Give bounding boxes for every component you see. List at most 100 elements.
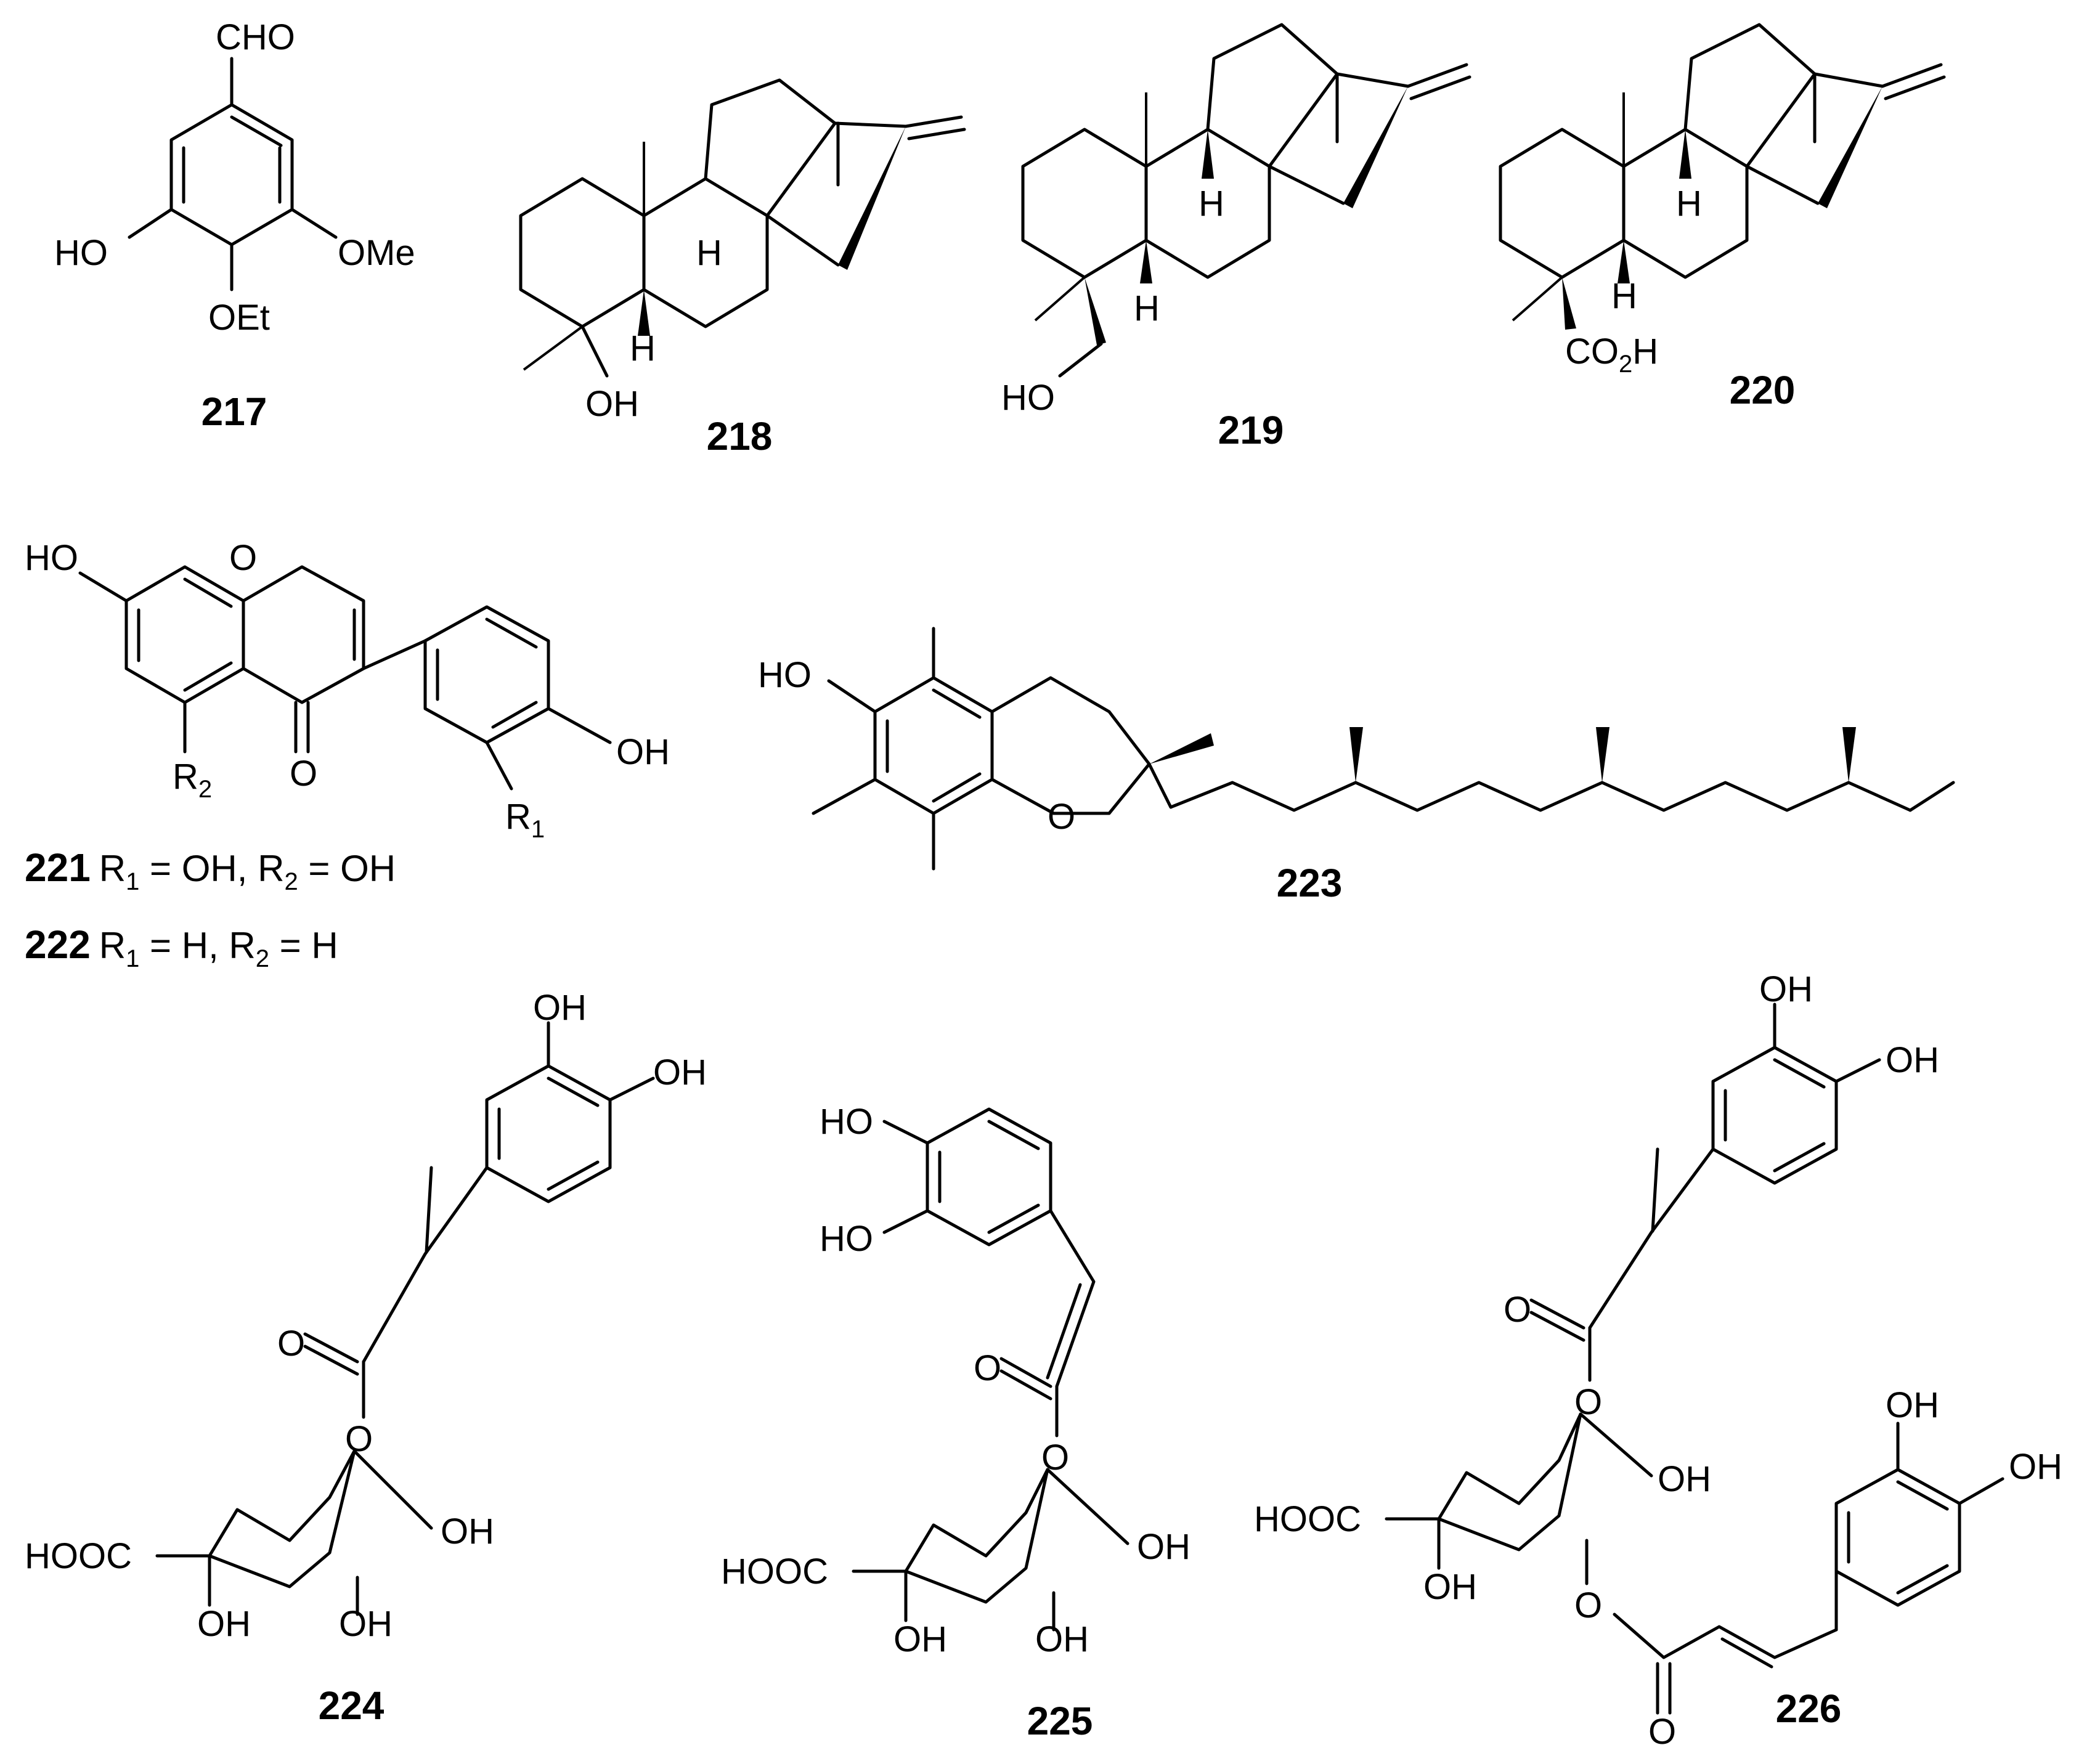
bond [290, 208, 338, 239]
atom-r2: R2 [173, 757, 212, 803]
bond [1958, 1477, 2004, 1505]
bond-double [1409, 75, 1471, 100]
atom-o: O [229, 538, 257, 578]
bond [208, 1449, 356, 1588]
compound-number-218: 218 [707, 414, 773, 458]
structure-220: H H CO2H 220 [1499, 23, 1946, 412]
bond-double [1773, 1142, 1826, 1173]
bond-double [1884, 75, 1946, 100]
bond [580, 325, 609, 378]
bond-ring [519, 177, 646, 328]
bond [765, 214, 840, 267]
bond [1908, 781, 1955, 812]
bond-double [999, 1369, 1052, 1401]
bond [1058, 342, 1103, 378]
bond-ring [1834, 1468, 1961, 1607]
bond [1613, 1613, 1838, 1659]
atom-oh: OH [1423, 1567, 1477, 1607]
atom-oh: OH [653, 1052, 707, 1092]
bond [1437, 1412, 1582, 1552]
bond [882, 1209, 929, 1234]
bond-ring [169, 103, 294, 246]
structure-219: H H HO 219 [1001, 23, 1471, 452]
atom-o: O [1504, 1290, 1531, 1330]
atom-oh: OH [1886, 1040, 1939, 1080]
bond-double [904, 115, 963, 128]
wedge-bond [638, 290, 650, 336]
wedge-bond [1596, 727, 1610, 783]
atom-o: O [1574, 1382, 1602, 1422]
bond-double [230, 115, 283, 147]
bond [1206, 23, 1339, 168]
atom-h: H [1199, 184, 1224, 224]
bond [547, 707, 612, 744]
bond-double [932, 772, 982, 803]
bond-double [1720, 1637, 1773, 1669]
bond-double [547, 1160, 600, 1191]
bond-double [547, 1076, 600, 1107]
bond-ring [873, 676, 994, 815]
atom-cooh: HOOC [721, 1552, 828, 1592]
bond-double [491, 701, 538, 729]
bond-double [932, 688, 982, 719]
bond [78, 571, 128, 603]
bond [608, 1076, 655, 1102]
hash-bond [1034, 276, 1086, 322]
bond-double [1896, 1480, 1949, 1511]
bond [362, 1166, 489, 1364]
atom-oh: OH [1886, 1385, 1939, 1425]
bond [1049, 1209, 1096, 1388]
bond-double [1773, 1058, 1826, 1089]
atom-ho: HO [25, 538, 78, 578]
bond-double [1046, 1283, 1082, 1380]
atom-oh: OH [441, 1511, 494, 1552]
atom-cooh: HOOC [25, 1536, 132, 1576]
atom-oh: OH [585, 384, 639, 424]
atom-h: H [1611, 276, 1637, 316]
atom-o: O [290, 754, 317, 794]
atom-o: O [1048, 797, 1075, 837]
bond-ring [1499, 128, 1626, 279]
bond [990, 676, 1151, 815]
bond-double [425, 1166, 433, 1254]
hash-bond [523, 325, 584, 371]
wedge-bond [1343, 86, 1408, 208]
atom-ho: HO [820, 1102, 873, 1142]
bond-ring [124, 565, 245, 704]
bond-double [303, 1344, 359, 1376]
compound-number-220: 220 [1730, 368, 1796, 412]
bond-ring [1021, 128, 1148, 279]
atom-h: H [696, 233, 722, 273]
bond-ring [926, 1107, 1052, 1247]
structure-223: HO O 223 [758, 627, 1955, 905]
atom-o: O [974, 1348, 1001, 1388]
bond-double [907, 128, 966, 140]
atom-o: O [1574, 1585, 1602, 1625]
compound-number-226: 226 [1776, 1686, 1842, 1731]
wedge-bond [1149, 733, 1214, 764]
wedge-bond [1349, 727, 1363, 783]
structure-226: OH OH O O HOOC OH OH O O OH OH 226 [1254, 969, 2062, 1745]
atom-cooh: HOOC [1254, 1499, 1361, 1539]
bond [1745, 165, 1820, 205]
atom-h: H [630, 328, 656, 368]
bond [704, 78, 837, 218]
bond [812, 778, 877, 815]
atom-oh: OH [616, 732, 670, 772]
bond [1147, 762, 1912, 812]
atom-oh: OH [1658, 1459, 1711, 1499]
bond [1683, 23, 1817, 168]
atom-oh: OH [1035, 1619, 1089, 1659]
atom-oet: OEt [208, 298, 270, 338]
compound-number-224: 224 [319, 1683, 385, 1728]
structure-217: CHO HO OMe OEt 217 [54, 17, 415, 434]
atom-o: O [1041, 1438, 1069, 1478]
bond-double [987, 1203, 1040, 1234]
atom-oh: OH [533, 988, 587, 1028]
wedge-bond [1562, 277, 1576, 330]
atom-ome: OMe [338, 233, 415, 273]
wedge-bond [838, 126, 906, 270]
bond-double [1896, 1564, 1949, 1595]
